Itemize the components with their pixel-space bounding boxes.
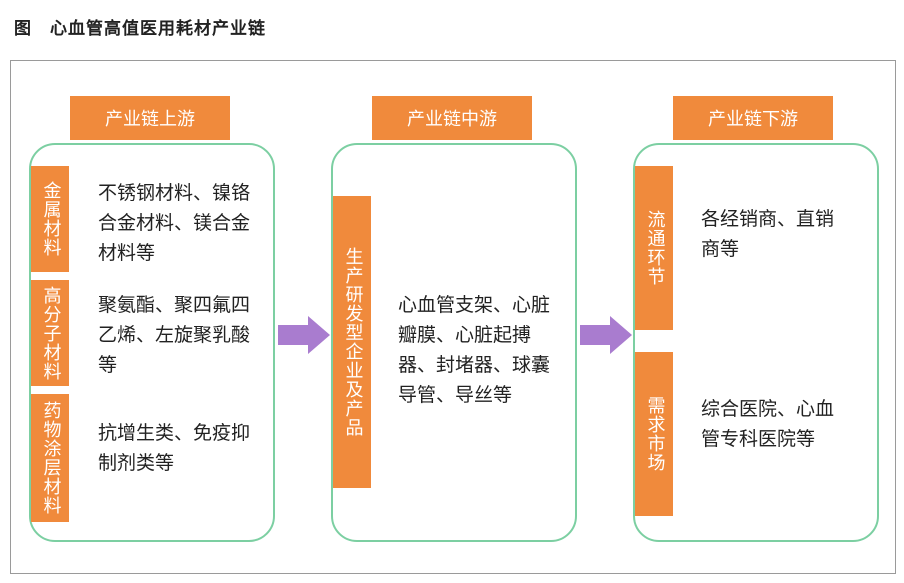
arrow-right-icon [278, 316, 330, 354]
downstream-label-demand: 需求市场 [635, 352, 673, 516]
downstream-panel [633, 143, 879, 542]
downstream-text-demand: 综合医院、心血管专科医院等 [701, 398, 835, 450]
upstream-panel [29, 143, 275, 542]
upstream-label-metal: 金属材料 [31, 166, 69, 272]
midstream-header: 产业链中游 [372, 96, 532, 140]
figure-title: 图 心血管高值医用耗材产业链 [14, 19, 266, 39]
arrow-right-icon [580, 316, 632, 354]
upstream-label-polymer: 高分子材料 [31, 280, 69, 386]
upstream-header: 产业链上游 [70, 96, 230, 140]
upstream-text-metal: 不锈钢材料、镍铬合金材料、镁合金材料等 [98, 182, 251, 264]
downstream-text-distribution: 各经销商、直销商等 [701, 208, 835, 260]
upstream-text-coating: 抗增生类、免疫抑制剂类等 [98, 422, 251, 474]
downstream-header: 产业链下游 [673, 96, 833, 140]
upstream-text-polymer: 聚氨酯、聚四氟四乙烯、左旋聚乳酸等 [98, 294, 251, 376]
midstream-text: 心血管支架、心脏瓣膜、心脏起搏器、封堵器、球囊导管、导丝等 [398, 294, 551, 406]
midstream-label: 生产研发型企业及产品 [333, 196, 371, 488]
diagram-frame [10, 60, 896, 574]
downstream-label-distribution: 流通环节 [635, 166, 673, 330]
midstream-panel [331, 143, 577, 542]
upstream-label-coating: 药物涂层材料 [31, 394, 69, 522]
